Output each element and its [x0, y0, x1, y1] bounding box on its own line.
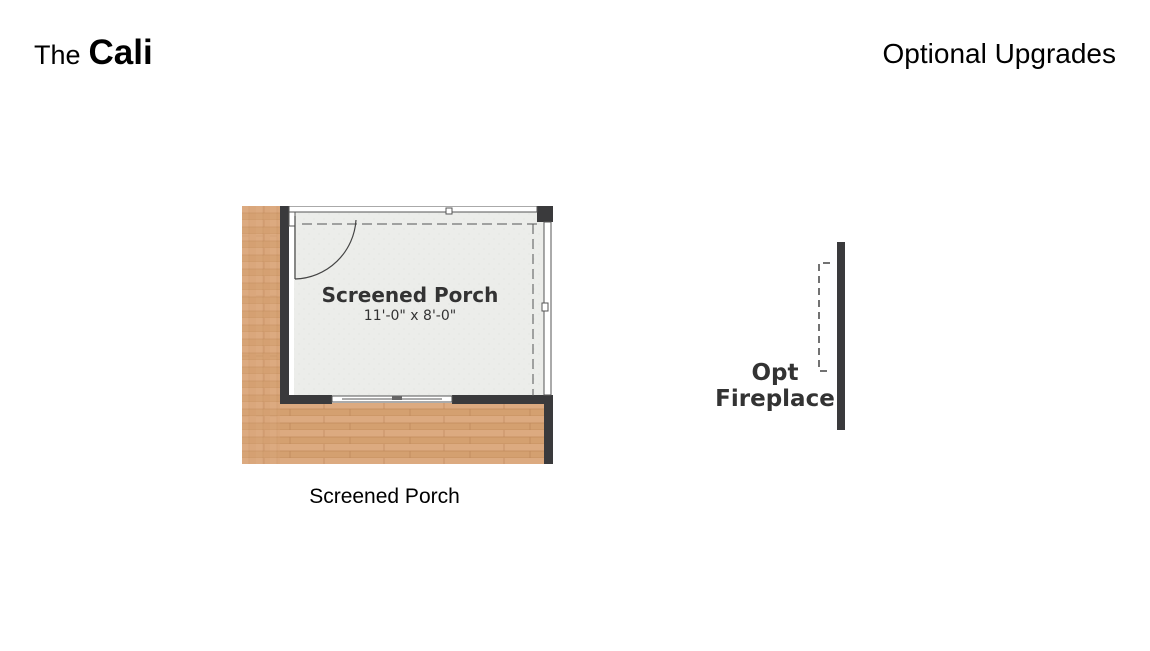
porch-floor [294, 212, 544, 397]
screened-porch-floorplan: Screened Porch 11'-0" x 8'-0" [242, 206, 553, 464]
optional-fireplace-floorplan: Opt Fireplace [705, 238, 855, 434]
left-wall [280, 206, 289, 404]
bottom-wood-floor [242, 403, 547, 464]
room-dimensions: 11'-0" x 8'-0" [364, 308, 456, 324]
section-title: Optional Upgrades [882, 38, 1116, 69]
corner-post [537, 206, 553, 222]
right-wall-lower [544, 395, 553, 464]
bottom-wall-left [280, 395, 332, 404]
fireplace-wall [837, 242, 845, 430]
title-prefix: The [34, 40, 81, 70]
model-name: Cali [88, 33, 153, 72]
fireplace-label-line2: Fireplace [715, 386, 835, 412]
fireplace-label-line1: Opt [751, 360, 798, 386]
room-label: Screened Porch [322, 283, 499, 307]
plan-caption: Screened Porch [309, 485, 460, 508]
bottom-wall-right [452, 395, 544, 404]
